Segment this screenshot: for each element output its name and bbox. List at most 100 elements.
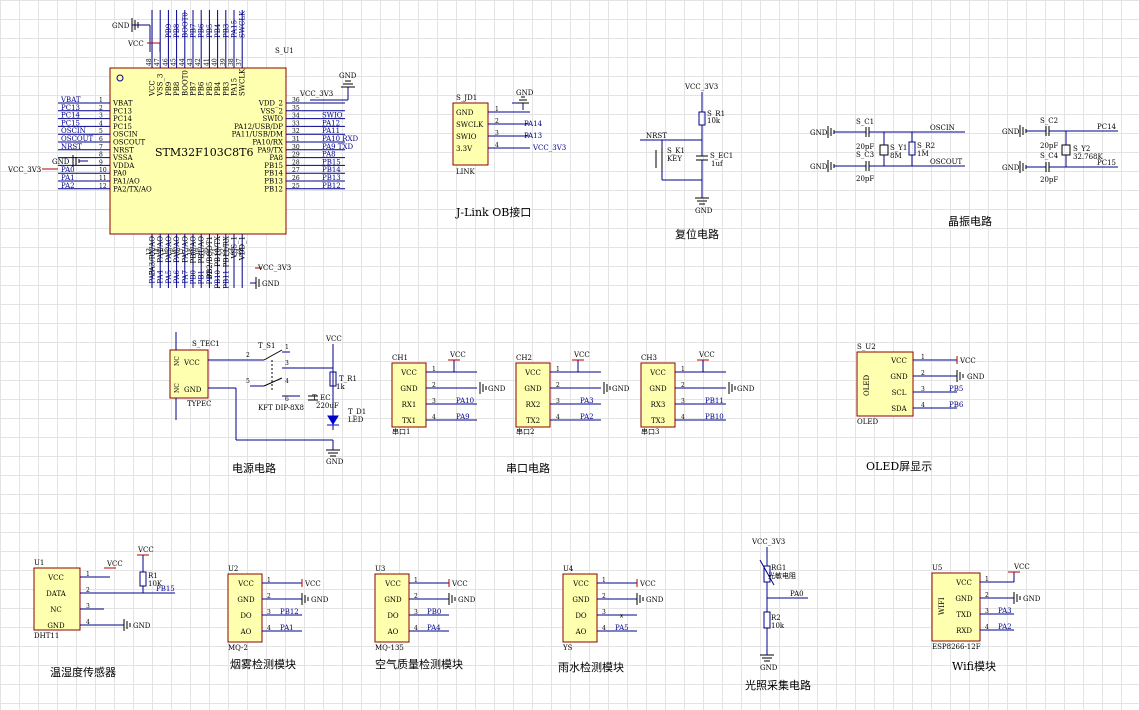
oled-part: OLED [857,418,878,426]
net-label: GND [311,596,329,604]
net-label: OSCOUT [61,135,94,143]
resistor [908,141,916,156]
uart-part: 串口3 [641,428,659,436]
power-r-val: 1k [336,383,345,391]
pin-name: RX3 [651,401,666,409]
crystal-gnd-1: GND [810,129,828,137]
resistor [139,571,147,587]
pin-number: 2 [432,382,436,389]
uart-part: 串口2 [516,428,534,436]
pin-number: 2 [99,105,103,112]
pin-name: GND [384,596,402,604]
crystal-oscout-net: OSCOUT [930,158,963,166]
pin-name: TX3 [651,417,665,425]
module-body [227,573,263,643]
module-part: MQ-2 [228,644,248,652]
svg-text:4: 4 [285,378,289,385]
mcu-stm32: S_U1 STM32F103C8T6 VBAT1VBATPC132PC13PC1… [7,10,359,289]
net-label: PA4 [157,269,165,283]
svg-text:3: 3 [285,360,289,367]
power-caption: 电源电路 [232,461,276,475]
net-label: PA14 [524,120,543,128]
net-label: GND [612,385,630,393]
crystal-gnd-3: GND [1002,128,1020,136]
net-label: PB2 [206,270,214,284]
light-net: PA0 [790,590,804,598]
net-label: GND [458,596,476,604]
svg-text:1: 1 [285,344,289,351]
light-caption: 光照采集电路 [745,678,811,692]
module-part: YS [562,644,573,652]
net-label: PC15 [61,119,80,127]
mcu-body [109,67,287,235]
pin-number: 4 [86,619,90,626]
pin-name: PB6 [198,81,206,96]
mcu-bottom-pins: PA3/RX/AO13PA3PA4/AO14PA4PA5/AO15PA5PA6/… [146,234,247,289]
pin-name: PC13 [113,107,132,115]
pin-number: 39 [220,58,227,66]
pin-name: SDA [891,405,907,413]
reset-r-ref: S_R1 [707,110,725,118]
typec-part: TYPEC [187,400,211,408]
crystal-c4-val: 20pF [1040,176,1058,184]
net-label: PA13 [524,132,542,140]
dht-vcc-label: VCC [106,560,123,568]
pin-number: 1 [414,577,418,584]
pin-number: 38 [228,58,235,66]
wifi-caption: Wifi模块 [952,660,996,673]
crystal-gnd-2: GND [810,163,828,171]
crystal-c1-ref: S_C1 [856,118,874,126]
dht-data-net: PB15 [156,585,175,593]
pin-number: 47 [154,58,161,66]
power-vcc-label: VCC [325,335,342,343]
pin-name: PA10/RX [252,139,283,147]
pin-number: 2 [556,382,560,389]
pin-name: GND [955,595,973,603]
light-rg-val: 光敏电阻 [768,571,796,580]
pin-number: 3 [267,609,271,616]
pin-number: 40 [212,58,219,66]
crystal-c4-ref: S_C4 [1040,152,1059,160]
pin-number: 25 [292,183,300,190]
mcu-part: STM32F103C8T6 [155,146,254,159]
dht-caption: 温湿度传感器 [50,665,116,679]
light-r-val: 10k [771,622,785,630]
pin-number: 11 [99,175,107,182]
pin-number: 10 [99,167,107,174]
pin1-marker [116,74,124,82]
net-label: VCC [304,580,321,588]
pin-number: 2 [86,587,90,594]
crystal-circuit: GND S_C1 20pF OSCIN GND S_C3 20pF OSCOUT… [810,117,1118,228]
pin-name: GND [572,596,590,604]
net-label: PB0 [190,270,198,284]
net-label: VBAT [60,96,81,104]
pin-name: PA8 [269,154,283,162]
pin-name: AO [240,628,252,636]
jlink-gnd-label: GND [516,89,534,97]
pin-name: SWCLK [456,121,484,129]
pin-name: DATA [46,590,67,598]
pin-name: RX1 [402,401,417,409]
net-label: PB5 [949,385,963,393]
pin-number: 16 [171,248,178,256]
net-label: VCC [449,351,466,359]
right-vcc-label: VCC_3V3 [299,90,333,98]
pin-name: SWIO [456,133,477,141]
oled-label: OLED [863,375,871,396]
pin-number: 4 [921,402,925,409]
net-label: PA3 [998,607,1012,615]
pin-name: DO [575,612,587,620]
net-label: GND [488,385,506,393]
pin-name: PB10/TX [214,236,222,267]
pin-name: GND [237,596,255,604]
net-label: PA5 [615,624,629,632]
crystal-c1-val: 20pF [856,143,874,151]
mcu-left-pins: VBAT1VBATPC132PC13PC143PC14PC154PC15OSCI… [58,96,152,193]
light-vcc-label: VCC_3V3 [751,538,785,546]
net-label: BOOT0 [181,12,189,38]
module-caption: 烟雾检测模块 [230,657,296,671]
pin-number: 2 [414,593,418,600]
pin-number: 4 [267,625,271,632]
